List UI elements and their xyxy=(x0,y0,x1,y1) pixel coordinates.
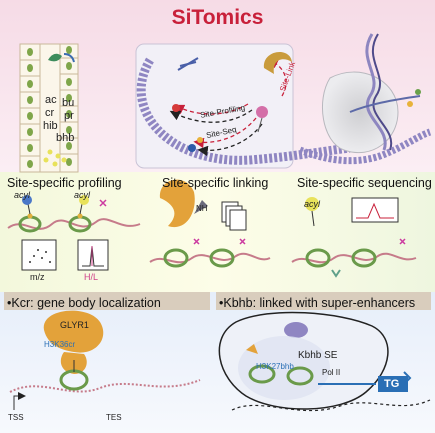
kbhb-se-label: Kbhb SE xyxy=(298,350,338,361)
kbhb-heading: •Kbhb: linked with super-enhancers xyxy=(219,296,416,310)
profiling-nucleosomes xyxy=(7,195,141,271)
h3k36cr-label: H3K36cr xyxy=(44,340,76,349)
workflow-box xyxy=(135,43,351,169)
tg-label: TG xyxy=(384,378,400,390)
middle-panel-bg xyxy=(0,172,435,292)
acyl-label-hib: hib xyxy=(43,120,58,132)
acyl-tag-sequencing: acyl xyxy=(304,199,321,209)
acyl-label-bhb: bhb xyxy=(56,132,75,144)
acyl-tag-profiling-2: acyl xyxy=(74,190,91,200)
cell-strip xyxy=(19,43,79,173)
pol-ii-label: Pol II xyxy=(322,368,341,377)
sequencing-graphic xyxy=(291,197,417,278)
bottom-left-heading-bar xyxy=(4,292,210,310)
kcr-graphic xyxy=(9,310,201,410)
nucleus-graphic xyxy=(298,33,432,165)
section-linking-heading: Site-specific linking xyxy=(162,176,269,190)
figure-title: SiTomics xyxy=(171,6,264,29)
section-profiling-heading: Site-specific profiling xyxy=(7,176,122,190)
tss-label: TSS xyxy=(8,413,24,422)
linking-graphic xyxy=(149,179,271,268)
h3k27bhb-label: H3K27bhb xyxy=(256,362,294,371)
kcr-heading: •Kcr: gene body localization xyxy=(7,296,161,310)
acyl-label-pr: pr xyxy=(64,110,74,122)
tes-label: TES xyxy=(106,413,122,422)
acyl-label-cr: cr xyxy=(45,107,55,119)
bottom-right-heading-bar xyxy=(216,292,431,310)
glyr1-label: GLYR1 xyxy=(60,320,89,330)
acyl-label-ac: ac xyxy=(45,94,57,106)
kbhb-graphic xyxy=(218,311,431,412)
hl-label: H/L xyxy=(84,272,99,282)
nh-label: NH xyxy=(196,204,208,213)
tg-box xyxy=(378,376,408,392)
mz-label: m/z xyxy=(30,272,45,282)
acyl-tag-profiling-1: acyl xyxy=(14,190,31,200)
acyl-label-bu: bu xyxy=(62,97,75,109)
section-sequencing-heading: Site-specific sequencing xyxy=(297,176,432,190)
